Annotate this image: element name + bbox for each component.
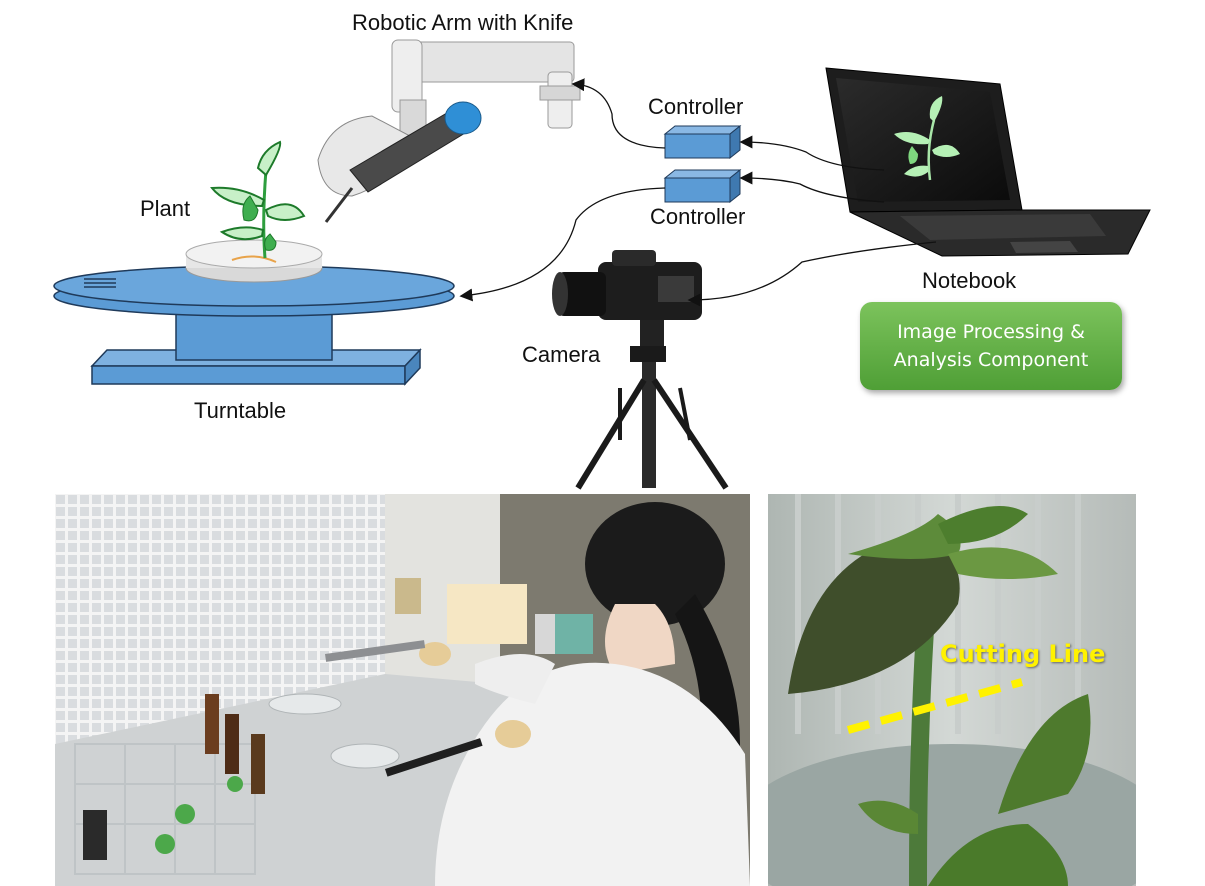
lab-photo xyxy=(55,494,750,886)
system-diagram xyxy=(53,39,1151,490)
robotic-arm xyxy=(317,39,581,223)
camera-label: Camera xyxy=(522,342,601,367)
camera xyxy=(552,250,729,490)
arrow-notebook-to-controller-bottom xyxy=(739,171,885,203)
arrow-controller-to-turntable xyxy=(459,187,666,302)
arrow-notebook-to-controller-top xyxy=(739,135,885,171)
plant-closeup-photo xyxy=(768,494,1136,886)
arrow-controller-to-arm xyxy=(571,78,666,149)
controller-bottom-box xyxy=(663,168,742,204)
controller-bottom-label: Controller xyxy=(650,204,746,229)
component-line-1: Image Processing & xyxy=(897,321,1085,343)
turntable xyxy=(53,265,455,386)
image-processing-component-box: Image Processing & Analysis Component xyxy=(860,302,1122,390)
notebook-label: Notebook xyxy=(922,268,1017,293)
robotic-arm-label: Robotic Arm with Knife xyxy=(352,10,574,35)
controller-top-label: Controller xyxy=(648,94,744,119)
plant xyxy=(185,140,323,283)
notebook xyxy=(825,67,1151,257)
cutting-line-label: Cutting Line xyxy=(940,640,1106,668)
connections xyxy=(459,78,937,307)
arrow-notebook-to-camera xyxy=(687,241,937,307)
turntable-label: Turntable xyxy=(194,398,287,423)
component-line-2: Analysis Component xyxy=(893,349,1089,371)
controller-top-box xyxy=(663,124,742,160)
plant-label: Plant xyxy=(140,196,191,221)
